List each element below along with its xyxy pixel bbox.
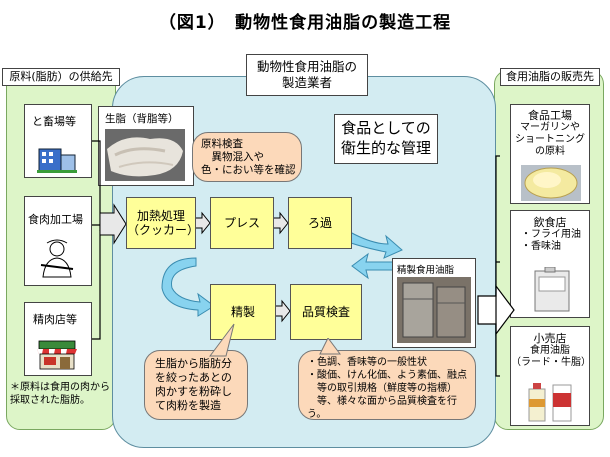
raw-material-inspection-note: 原料検査 異物混入や 色・におい等を確認 — [192, 132, 302, 182]
step-filtration: ろ過 — [288, 197, 352, 249]
supplier-slaughterhouse: と畜場等 — [24, 104, 92, 178]
manufacturer-line-1: 動物性食用油脂の — [256, 59, 357, 74]
retail-desc-1: 食用油脂 — [530, 345, 570, 356]
food-hygiene-line-1: 食品としての — [341, 119, 431, 137]
food-factory-desc-3: の原料 — [535, 146, 565, 157]
note-pointer-left — [209, 323, 235, 357]
meat-meal-line-3: 肉かすを粉砕し — [155, 385, 232, 398]
restaurant-desc-1: ・フライ用油 — [521, 229, 581, 240]
destination-restaurant: 飲食店 ・フライ用油 ・香味油 — [510, 210, 590, 318]
step-press: プレス — [210, 197, 274, 249]
sales-header: 食用油脂の販売先 — [500, 68, 600, 86]
retail-desc-2: （ラード・牛脂） — [511, 357, 591, 368]
quality-note-line-2: ・酸価、けん化価、よう素価、融点 — [307, 370, 467, 381]
diagram-title: （図1） 動物性食用油脂の製造工程 — [158, 13, 452, 33]
meat-processor-label: 食肉加工場 — [28, 213, 83, 226]
food-factory-desc-2: ショートニング — [515, 134, 585, 145]
meat-meal-line-2: を絞ったあとの — [155, 371, 232, 384]
lard-tallow-image — [528, 383, 572, 422]
margarine-image — [521, 165, 581, 201]
refined-oil-label: 精製食用油脂 — [397, 265, 455, 276]
supplier-meat-processor: 食肉加工場 — [24, 196, 92, 286]
refined-oil-panel: 精製食用油脂 — [392, 258, 476, 348]
meat-processing-worker-icon — [40, 239, 74, 278]
step-heat-treatment: 加熱処理 （クッカー） — [126, 197, 200, 249]
retail-title: 小売店 — [533, 332, 567, 345]
restaurant-title: 飲食店 — [533, 216, 567, 229]
oil-can-image — [534, 267, 570, 312]
heat-line-1: 加熱処理 — [136, 209, 185, 223]
inspection-title: 原料検査 — [201, 138, 243, 150]
refined-oil-tank-photo — [397, 277, 471, 343]
step-quality-inspection: 品質検査 — [290, 284, 362, 340]
heat-line-2: （クッカー） — [127, 223, 200, 237]
raw-fat-photo — [105, 129, 185, 181]
quality-inspection-note: ・色調、香味等の一般性状 ・酸価、けん化価、よう素価、融点 等の取引規格（鮮度等… — [298, 350, 476, 420]
destination-retail: 小売店 食用油脂 （ラード・牛脂） — [510, 326, 591, 426]
meat-meal-note: 生脂から脂肪分 を絞ったあとの 肉かすを粉砕し て肉粉を製造 — [144, 350, 248, 420]
meat-meal-line-1: 生脂から脂肪分 — [155, 357, 232, 370]
building-icon — [37, 148, 77, 173]
food-factory-title: 食品工場 — [528, 109, 572, 122]
supplier-butcher-shop: 精肉店等 — [24, 302, 92, 376]
food-factory-desc-1: マーガリンや — [520, 122, 580, 133]
shop-icon — [37, 340, 77, 370]
raw-fat-label: 生脂（背脂等） — [105, 113, 179, 125]
raw-fat-panel: 生脂（背脂等） — [98, 106, 194, 186]
quality-note-line-3: 等の取引規格（鮮度等の指標） — [307, 383, 457, 394]
restaurant-desc-2: ・香味油 — [521, 241, 561, 252]
manufacturer-header: 動物性食用油脂の 製造業者 — [246, 54, 368, 96]
supplier-header: 原料(脂肪）の供給先 — [2, 68, 120, 86]
quality-note-line-4: 等、様々な面から品質検査を行う。 — [307, 396, 457, 420]
inspection-line-2: 色・におい等を確認 — [201, 164, 296, 176]
inspection-line-1: 異物混入や — [201, 151, 264, 163]
butcher-shop-label: 精肉店等 — [33, 313, 77, 326]
step-refining: 精製 — [210, 284, 276, 340]
destination-food-factory: 食品工場 マーガリンや ショートニング の原料 — [510, 104, 590, 204]
note-pointer-right — [319, 338, 341, 355]
meat-meal-line-4: て肉粉を製造 — [155, 399, 221, 412]
quality-note-line-1: ・色調、香味等の一般性状 — [307, 357, 427, 368]
food-hygiene-line-2: 衛生的な管理 — [340, 139, 431, 157]
slaughterhouse-label: と畜場等 — [32, 115, 76, 128]
food-hygiene-box: 食品としての 衛生的な管理 — [334, 114, 438, 164]
manufacturer-line-2: 製造業者 — [281, 75, 332, 90]
supplier-note: ＊原料は食用の肉から採取された脂肪。 — [10, 382, 110, 406]
